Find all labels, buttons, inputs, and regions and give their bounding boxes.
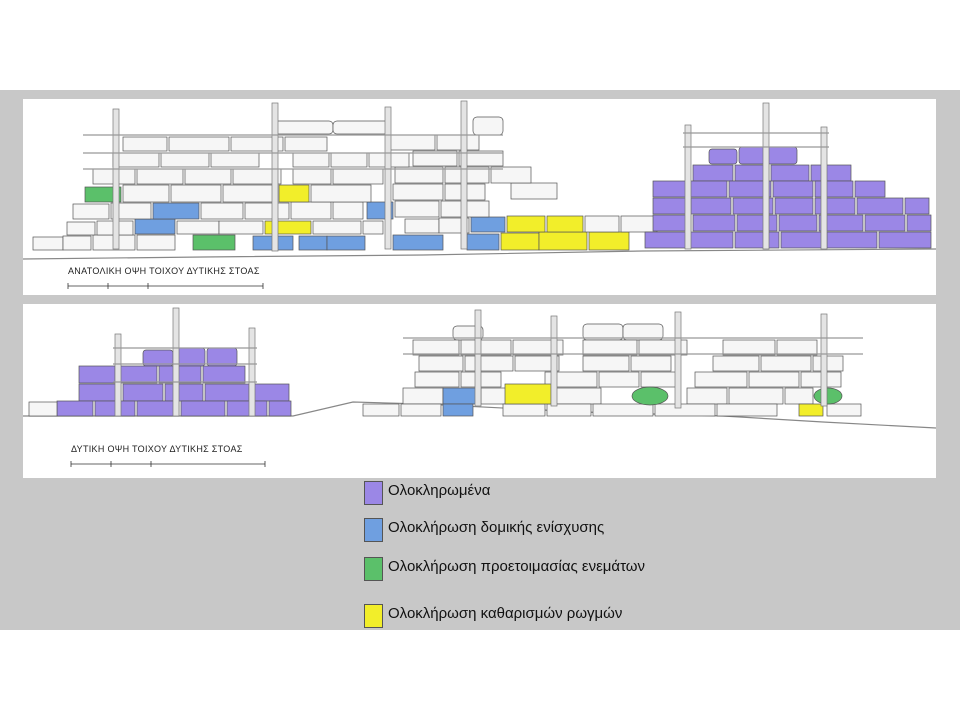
legend-label-structural: Ολοκλήρωση δομικής ενίσχυσης [388, 519, 605, 536]
legend-label-completed: Ολοκληρωμένα [388, 482, 491, 499]
east-elevation-title: ΑΝΑΤΟΛΙΚΗ ΟΨΗ ΤΟΙΧΟΥ ΔΥΤΙΚΗΣ ΣΤΟΑΣ [68, 266, 260, 276]
west-elevation-drawing [23, 307, 936, 467]
west-elevation-panel: ΔΥΤΙΚΗ ΟΨΗ ΤΟΙΧΟΥ ΔΥΤΙΚΗΣ ΣΤΟΑΣ [23, 304, 936, 478]
legend-swatch-cracks [364, 604, 383, 628]
legend-label-grout: Ολοκλήρωση προετοιμασίας ενεμάτων [388, 558, 646, 575]
east-elevation-panel: ΑΝΑΤΟΛΙΚΗ ΟΨΗ ΤΟΙΧΟΥ ΔΥΤΙΚΗΣ ΣΤΟΑΣ [23, 99, 936, 295]
legend-label-cracks: Ολοκλήρωση καθαρισμών ρωγμών [388, 605, 623, 622]
legend-swatch-structural [364, 518, 383, 542]
legend-swatch-grout [364, 557, 383, 581]
legend-swatch-completed [364, 481, 383, 505]
west-elevation-title: ΔΥΤΙΚΗ ΟΨΗ ΤΟΙΧΟΥ ΔΥΤΙΚΗΣ ΣΤΟΑΣ [71, 444, 243, 454]
east-elevation-drawing [23, 100, 936, 289]
